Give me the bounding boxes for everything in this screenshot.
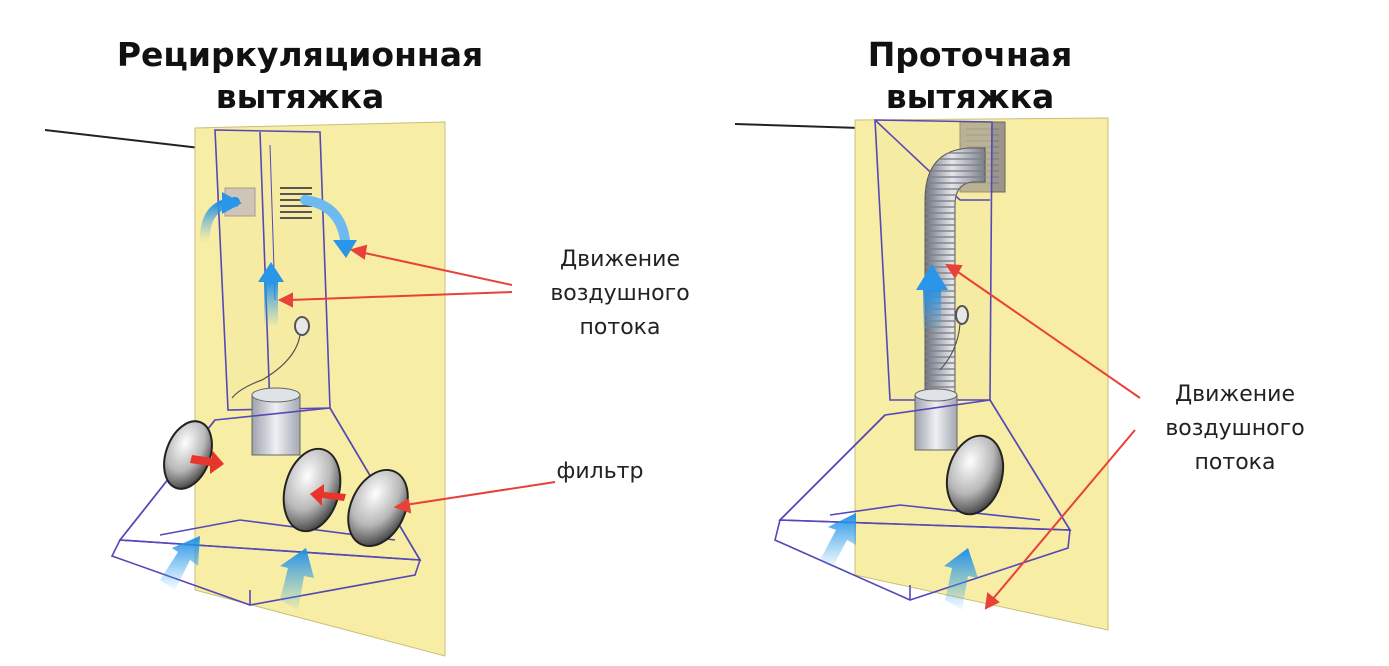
title-flow-through-hood: Проточная вытяжка: [820, 34, 1120, 118]
airflow-label-left: Движение воздушного потока: [520, 243, 720, 345]
airflow-label-right-line2: воздушного: [1165, 416, 1305, 441]
airflow-label-right-line1: Движение: [1174, 382, 1296, 407]
title-right-line1: Проточная: [867, 35, 1073, 74]
airflow-arrows-bottom-right: [820, 513, 978, 610]
title-left-line1: Рециркуляционная: [116, 35, 484, 74]
pointer-lines-left: [277, 244, 556, 514]
vent-grille-left-2: [280, 187, 312, 219]
airflow-label-left-line1: Движение: [559, 247, 681, 272]
airflow-arrows-bottom-left: [160, 536, 314, 610]
title-left-line2: вытяжка: [215, 77, 385, 116]
airflow-arrow-chimney: [264, 280, 278, 325]
ceiling-line-left: [44, 129, 201, 149]
title-right-line2: вытяжка: [885, 77, 1055, 116]
airflow-label-left-line3: потока: [579, 315, 661, 340]
red-arrow-filter-1: [190, 450, 224, 474]
filter-right: [945, 434, 1005, 516]
sensor-icon-right: [955, 305, 969, 325]
airflow-label-right-line3: потока: [1194, 450, 1276, 475]
hood-body-right: [774, 399, 1072, 601]
sensor-icon-left: [294, 316, 310, 336]
wall-right: [854, 117, 1109, 631]
flow-through-hood-drawing: [734, 117, 1109, 631]
ceiling-line-right: [734, 123, 861, 129]
airflow-arrow-duct: [923, 285, 941, 330]
filter-label: фильтр: [556, 459, 644, 484]
motor-right: [914, 388, 958, 451]
airflow-label-left-line2: воздушного: [550, 281, 690, 306]
pointer-lines-right: [945, 263, 1141, 610]
airflow-label-right: Движение воздушного потока: [1135, 378, 1335, 480]
filter-left-3: [347, 468, 409, 548]
motor-left: [251, 387, 301, 456]
red-arrow-filter-2: [310, 484, 346, 506]
recirculation-hood-drawing: [44, 121, 446, 657]
title-recirculation-hood: Рециркуляционная вытяжка: [80, 34, 520, 118]
airflow-arrow-top-right: [300, 195, 350, 245]
